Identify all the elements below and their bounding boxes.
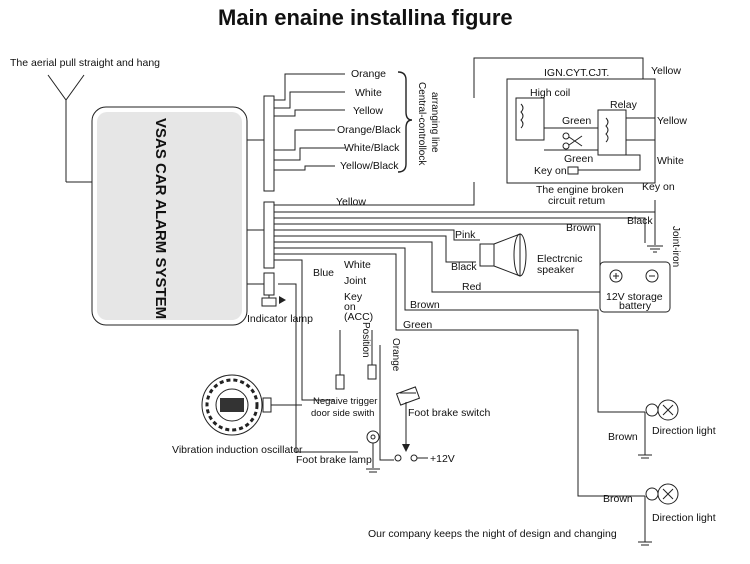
foot-brake-lamp-label: Foot brake lamp: [296, 454, 372, 466]
neg-trigger-label-2: door side swith: [311, 408, 374, 419]
scissors-icon: [562, 132, 583, 150]
wire-joint: Joint: [344, 275, 366, 287]
cl-wire-yellow: Yellow: [353, 105, 383, 117]
wire-blue: Blue: [313, 267, 334, 279]
foot-brake-lamp-icon: [366, 430, 380, 452]
ign-relay: Relay: [610, 99, 638, 111]
direction-light-1-wire: Brown: [608, 431, 638, 443]
connector-central-lock: [263, 95, 275, 192]
wire-brown-speaker: Brown: [566, 222, 596, 234]
direction-light-2-wire: Brown: [603, 493, 633, 505]
battery-label-1: 12V storage: [606, 291, 663, 303]
ign-key-on-inner: Key on: [534, 165, 567, 177]
wire-green: Green: [403, 319, 432, 331]
direction-light-2-label: Direction light: [652, 512, 716, 524]
ign-caption-1: The engine broken: [536, 184, 624, 196]
central-lock-label-2: arranging line: [429, 92, 440, 153]
aerial-antenna-icon: [47, 74, 92, 183]
footer-note: Our company keeps the night of design an…: [368, 528, 617, 540]
neg-trigger-label-1: Negaive trigger: [313, 396, 377, 407]
speaker-label-2: speaker: [537, 264, 575, 276]
alarm-unit-face: [97, 112, 242, 320]
wire-key-on-2: on: [344, 301, 356, 313]
ign-white-right: White: [657, 155, 684, 167]
ign-caption-2: circuit retum: [548, 195, 605, 207]
wire-key-on: Key: [344, 291, 363, 303]
ign-yellow-right: Yellow: [657, 115, 687, 127]
wire-white: White: [344, 259, 371, 271]
foot-brake-switch-label: Foot brake switch: [408, 407, 490, 419]
high-coil-icon: [515, 97, 545, 141]
battery-icon: [599, 261, 671, 313]
wire-black-speaker: Black: [451, 261, 477, 273]
ign-yellow-top: Yellow: [651, 65, 681, 77]
wire-pink: Pink: [455, 229, 476, 241]
plus-12v-label: +12V: [430, 453, 455, 465]
wire-orange: Orange: [390, 338, 401, 372]
ign-high-coil: High coil: [530, 87, 570, 99]
indicator-lamp-label: Indicator lamp: [247, 313, 313, 325]
aerial-label: The aerial pull straight and hang: [10, 57, 160, 69]
wire-black-ground: Black: [627, 215, 653, 227]
cl-wire-white: White: [355, 87, 382, 99]
connector-main: [263, 201, 275, 269]
ign-green-bottom: Green: [564, 153, 593, 165]
trigger-connector: [335, 374, 345, 390]
cl-wire-white-black: White/Black: [344, 142, 400, 154]
key-on-fuse: [567, 166, 579, 175]
cl-wire-yellow-black: Yellow/Black: [340, 160, 399, 172]
indicator-lamp-icon: [261, 295, 286, 307]
diagram-title: Main enaine installina figure: [218, 5, 513, 30]
central-lock-label-1: Central-controllock: [416, 82, 427, 166]
relay-box: [597, 109, 627, 156]
wire-key-on-3: (ACC): [344, 311, 373, 323]
joint-iron-label: Joint-iron: [670, 226, 681, 267]
battery-label-2: battery: [619, 300, 652, 312]
ign-green-top: Green: [562, 115, 591, 127]
electronic-speaker-icon: [479, 233, 527, 277]
vibration-sensor-icon: [201, 374, 272, 436]
cl-wire-orange: Orange: [351, 68, 386, 80]
cl-wire-orange-black: Orange/Black: [337, 124, 401, 136]
ign-key-on-right: Key on: [642, 181, 675, 193]
direction-light-2-icon: [645, 483, 679, 505]
wire-red: Red: [462, 281, 481, 293]
speaker-label-1: Electrcnic: [537, 253, 583, 265]
position-connector: [367, 364, 377, 380]
central-lock-brace: [397, 71, 413, 173]
wire-yellow-main: Yellow: [336, 196, 366, 208]
ign-box-label: IGN.CYT.CJT.: [544, 67, 609, 79]
connector-indicator: [263, 272, 275, 296]
direction-light-1-label: Direction light: [652, 425, 716, 437]
direction-light-1-icon: [645, 399, 679, 421]
alarm-unit-label: VSAS CAR ALARM SYSTEM: [152, 118, 169, 319]
wire-position: Position: [360, 322, 371, 358]
wire-brown-mid: Brown: [410, 299, 440, 311]
foot-brake-switch-icon: [395, 386, 421, 452]
vibration-label: Vibration induction oscillator: [172, 444, 303, 456]
central-lock-wires: [274, 73, 345, 171]
